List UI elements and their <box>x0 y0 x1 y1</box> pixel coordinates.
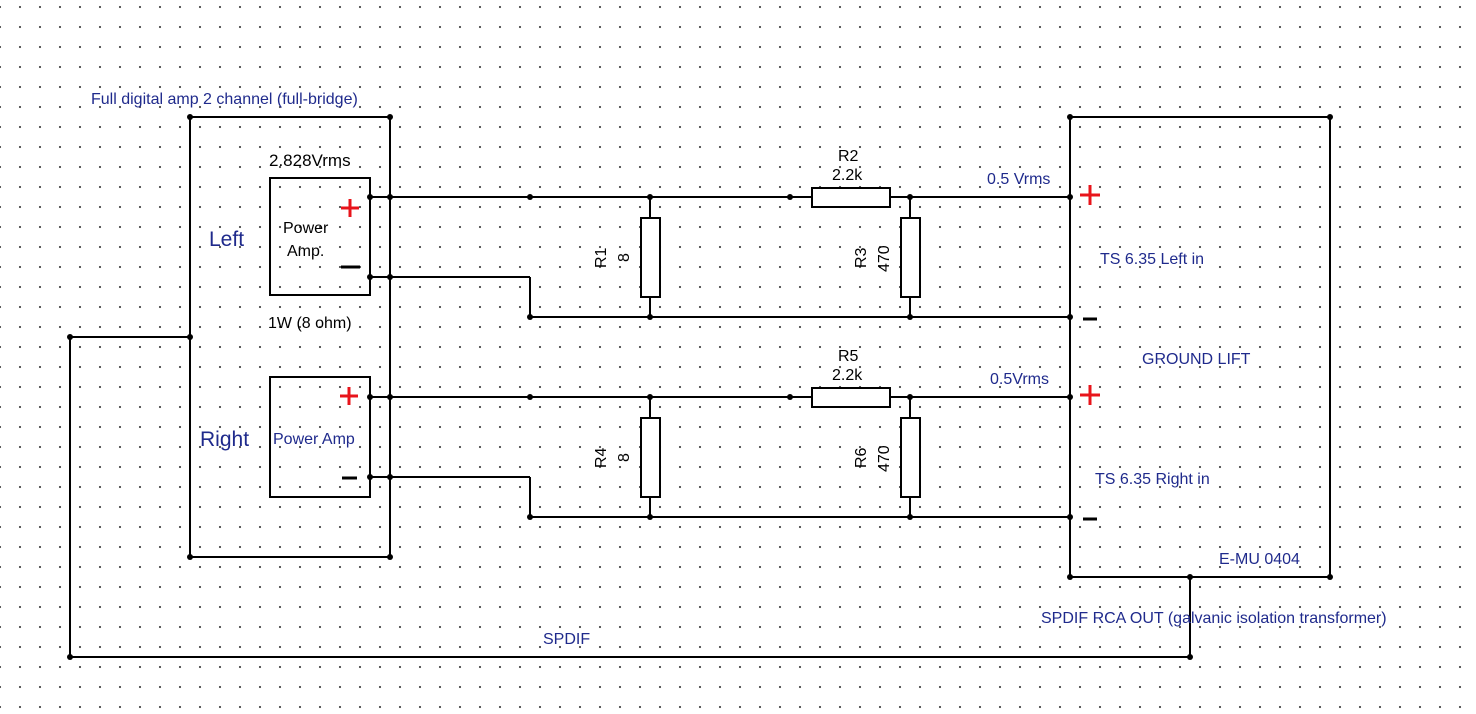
left-input-label: TS 6.35 Left in <box>1100 251 1204 268</box>
spdif-out-label: SPDIF RCA OUT (galvanic isolation transf… <box>1041 610 1387 627</box>
device-label: E-MU 0404 <box>1219 551 1300 568</box>
r2-ref: R2 <box>838 148 859 165</box>
amp-module-box <box>189 116 391 558</box>
left-channel-label: Left <box>209 228 244 251</box>
resistor-r6 <box>900 417 921 498</box>
emu-0404-box <box>1069 116 1331 578</box>
r2-value: 2.2k <box>832 167 863 184</box>
amp-output-voltage: 2.828Vrms <box>269 151 351 170</box>
resistor-r2 <box>811 187 891 208</box>
plus-marker-right-input <box>1080 385 1100 405</box>
right-channel-label: Right <box>200 428 249 451</box>
right-power-amp-box <box>269 376 371 498</box>
r5-value: 2.2k <box>832 367 863 384</box>
r5-ref: R5 <box>838 348 859 365</box>
diagram-title: Full digital amp 2 channel (full-bridge) <box>91 91 358 108</box>
plus-marker-right-amp <box>340 387 358 405</box>
r1-ref: R1 <box>593 247 610 268</box>
ground-lift-label: GROUND LIFT <box>1142 351 1251 368</box>
spdif-wiring <box>69 336 1191 658</box>
right-amp-label: Power Amp <box>273 431 355 448</box>
left-level-label: 0.5 Vrms <box>987 171 1050 188</box>
junction-nodes <box>67 114 1333 660</box>
left-power-amp-box <box>269 177 371 296</box>
resistor-r4 <box>640 417 661 498</box>
r6-value: 470 <box>876 445 893 472</box>
left-amp-label-line1: Power <box>283 220 329 237</box>
spdif-label: SPDIF <box>543 631 590 648</box>
r6-ref: R6 <box>853 447 870 468</box>
r4-value: 8 <box>616 453 633 462</box>
r4-ref: R4 <box>593 447 610 468</box>
left-channel-wiring <box>370 196 1070 318</box>
resistor-r1 <box>640 217 661 298</box>
r3-value: 470 <box>876 245 893 272</box>
amp-power-rating: 1W (8 ohm) <box>268 315 352 332</box>
right-channel-wiring <box>370 396 1070 518</box>
right-input-label: TS 6.35 Right in <box>1095 471 1210 488</box>
resistor-r5 <box>811 387 891 408</box>
r3-ref: R3 <box>853 247 870 268</box>
plus-marker-left-amp <box>341 199 359 217</box>
plus-marker-left-input <box>1080 185 1100 205</box>
r1-value: 8 <box>616 253 633 262</box>
left-amp-label-line2: Amp. <box>287 243 324 260</box>
resistor-r3 <box>900 217 921 298</box>
right-level-label: 0.5Vrms <box>990 371 1049 388</box>
